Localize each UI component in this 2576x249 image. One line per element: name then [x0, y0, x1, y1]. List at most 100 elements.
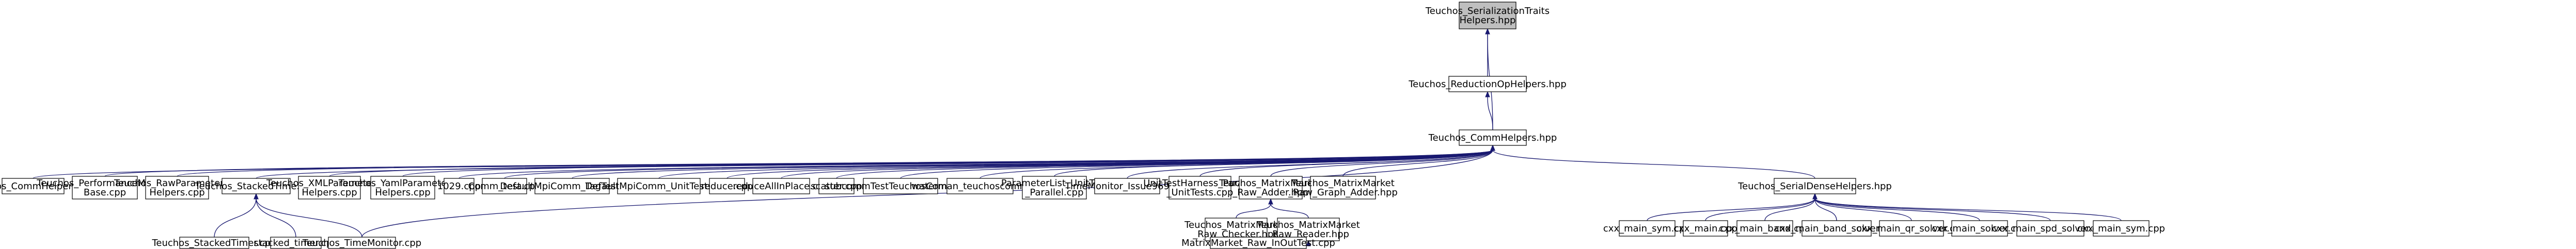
node-box — [1801, 220, 1872, 237]
node-box — [709, 178, 745, 194]
arrowhead — [1268, 198, 1273, 205]
node-teuchos-matrixmarket-raw-reader-hpp[interactable]: Teuchos_MatrixMarket_Raw_Reader.hpp — [1256, 218, 1360, 241]
node-label: UnitTestHarness_Parallel — [1143, 178, 1257, 189]
node-box — [617, 178, 701, 194]
node-box — [222, 178, 291, 194]
node-box — [1094, 178, 1160, 194]
node-box — [270, 237, 322, 249]
node-box — [1879, 220, 1944, 237]
node-label: cxx_main_band_solver.cpp — [1775, 223, 1899, 234]
node-teuchos-stackedtime-hpp[interactable]: Teuchos_StackedTime.hpp — [195, 178, 318, 194]
node-cxx-main-sym-cpp[interactable]: cxx_main_sym.cpp — [2077, 220, 2165, 237]
node-stacked-timer-cpp[interactable]: stacked_timer.cpp — [254, 237, 338, 249]
edge-commh-to-redop — [1487, 96, 1493, 130]
node-cxx-main-band-cpp[interactable]: cxx_main_band.cpp — [1719, 220, 1811, 237]
node-label: Teuchos_ReductionOpHelpers.hpp — [1408, 79, 1567, 90]
node-box — [1774, 178, 1856, 194]
node-box — [444, 178, 475, 194]
edge-mmgraph-to-commh — [1342, 150, 1493, 177]
node-unittestharness-parallel-unittests-cpp[interactable]: UnitTestHarness_Parallel_UnitTests.cpp — [1143, 176, 1257, 200]
node-label: cxx_main_solver.cpp — [1932, 223, 2028, 234]
node-label: Teuchos_YamlParameterList — [338, 178, 467, 189]
edge-unittest-to-commh — [1199, 150, 1493, 177]
node-cxx-main-solver-cpp[interactable]: cxx_main_solver.cpp — [1932, 220, 2028, 237]
node-cxx-main-cpp[interactable]: cxx_main.cpp — [1673, 220, 1737, 237]
node-label: cxx_main_qr_solver.cpp — [1856, 223, 1966, 234]
node-label: reduceAllInPlace.cpp — [733, 181, 829, 192]
node-parameterlist-unittest-parallel-cpp[interactable]: ParameterList_UnitTest_Parallel.cpp — [1001, 176, 1108, 200]
node-box — [370, 176, 435, 200]
node-label: subcommTestTeuchosComm.cpp — [825, 181, 976, 192]
edge-mmchecker-to-mmadder — [1236, 203, 1271, 219]
node-reduce-cpp[interactable]: reduce.cpp — [701, 178, 753, 194]
node-box — [1022, 176, 1087, 200]
node-label: Teuchos_StackedTimer.cpp — [151, 238, 276, 248]
edge-timemoncpp-to-stackedhpp — [256, 198, 362, 238]
node-label: waterman_teuchoscomm.cpp — [911, 181, 1049, 192]
node-box — [1459, 129, 1527, 146]
node-label: Teuchos_SerializationTraits — [1425, 6, 1550, 16]
edge-cxxqr-to-serdense — [1814, 198, 1912, 221]
node-teuchos-stackedtimer-cpp[interactable]: Teuchos_StackedTimer.cpp — [151, 237, 277, 249]
node-box — [1736, 220, 1793, 237]
node-teuchos-reductionophelpers-hpp[interactable]: Teuchos_ReductionOpHelpers.hpp — [1408, 76, 1567, 92]
node-label: stacked_timer.cpp — [254, 238, 338, 248]
node-label: Teuchos_StackedTime.hpp — [195, 181, 318, 192]
edge-n1029-to-commh — [459, 150, 1493, 179]
edge-cxxsym2-to-serdense — [1814, 198, 2122, 221]
node-label: Teuchos_MatrixMarket — [1256, 220, 1360, 230]
node-box — [1448, 76, 1527, 92]
node-label: _Raw_Adder.hpp — [1232, 187, 1309, 198]
node-waterman-teuchoscomm-cpp[interactable]: waterman_teuchoscomm.cpp — [911, 178, 1049, 194]
node-box — [1168, 176, 1231, 200]
node-timemonitor-issue969-cpp[interactable]: TimeMonitor_Issue969.cpp — [1065, 178, 1190, 194]
arrowhead — [1306, 240, 1311, 246]
node-cxx-main-qr-solver-cpp[interactable]: cxx_main_qr_solver.cpp — [1856, 220, 1967, 237]
node-box — [863, 178, 938, 194]
node-box — [2, 178, 65, 194]
edge-xmlparam-to-commh — [329, 150, 1493, 177]
node-label: cxx_main_sym.cpp — [1603, 223, 1691, 234]
node-box — [298, 176, 361, 200]
node-cxx-main-sym-cpp[interactable]: cxx_main_sym.cpp — [1603, 220, 1691, 237]
node-subcommtestteuchoscomm-cpp[interactable]: subcommTestTeuchosComm.cpp — [825, 178, 976, 194]
node-defaultmpicomm-unittests-cpp[interactable]: DefaultMpiComm_UnitTests.cpp — [585, 178, 733, 194]
edge-cxxbandsolver-to-serdense — [1814, 198, 1837, 221]
node-label: Teuchos_TimeMonitor.cpp — [302, 238, 421, 248]
node-teuchos-timemonitor-cpp[interactable]: Teuchos_TimeMonitor.cpp — [302, 237, 421, 249]
node-scatter-cpp[interactable]: scatter.cpp — [811, 178, 862, 194]
edge-mmadder-to-commh — [1270, 150, 1493, 177]
node-label: ParameterList_UnitTest — [1001, 178, 1108, 189]
node-cxx-main-spd-solver-cpp[interactable]: cxx_main_spd_solver.cpp — [1992, 220, 2109, 237]
node-teuchos-matrixmarket-raw-graph-adder-hpp[interactable]: Teuchos_MatrixMarket_Raw_Graph_Adder.hpp — [1288, 176, 1398, 200]
node-teuchos-commhelpers-hpp[interactable]: Teuchos_CommHelpers.hpp — [1428, 129, 1557, 146]
node-label: Teuchos_SerialDenseHelpers.hpp — [1737, 181, 1892, 192]
edge-cxxmain-to-serdense — [1705, 198, 1815, 221]
node-box — [1683, 220, 1728, 237]
node-comm-test-cpp[interactable]: Comm_test.cpp — [468, 178, 541, 194]
node-box — [752, 178, 810, 194]
node-box — [1210, 237, 1307, 249]
node-label: cxx_main.cpp — [1673, 223, 1737, 234]
node-matrixmarket-raw-inouttest-cpp[interactable]: MatrixMarket_Raw_InOutTest.cpp — [1181, 237, 1335, 249]
node-reduceallinplace-cpp[interactable]: reduceAllInPlace.cpp — [733, 178, 830, 194]
node-label: _UnitTests.cpp — [1166, 187, 1234, 198]
node-label: Helpers.hpp — [1460, 15, 1516, 26]
node-box — [946, 178, 1014, 194]
edge-serdense-to-commh — [1492, 150, 1815, 179]
node-teuchos-serialdensehelpers-hpp[interactable]: Teuchos_SerialDenseHelpers.hpp — [1737, 178, 1892, 194]
arrowhead — [1485, 28, 1490, 35]
node-cxx-main-band-solver-cpp[interactable]: cxx_main_band_solver.cpp — [1775, 220, 1899, 237]
node-teuchos-matrixmarket-raw-adder-hpp[interactable]: Teuchos_MatrixMarket_Raw_Adder.hpp — [1219, 176, 1322, 200]
node-label: Teuchos_CommHelpers.hpp — [1428, 132, 1557, 143]
node-defaultmpicomm-tagtests-cpp[interactable]: DefaultMpiComm_TagTests.cpp — [500, 178, 644, 194]
node-box — [179, 237, 249, 249]
node-1029-cpp[interactable]: 1029.cpp — [437, 178, 481, 194]
edge-cxxsolver-to-serdense — [1814, 198, 1980, 221]
arrowhead — [254, 193, 259, 200]
